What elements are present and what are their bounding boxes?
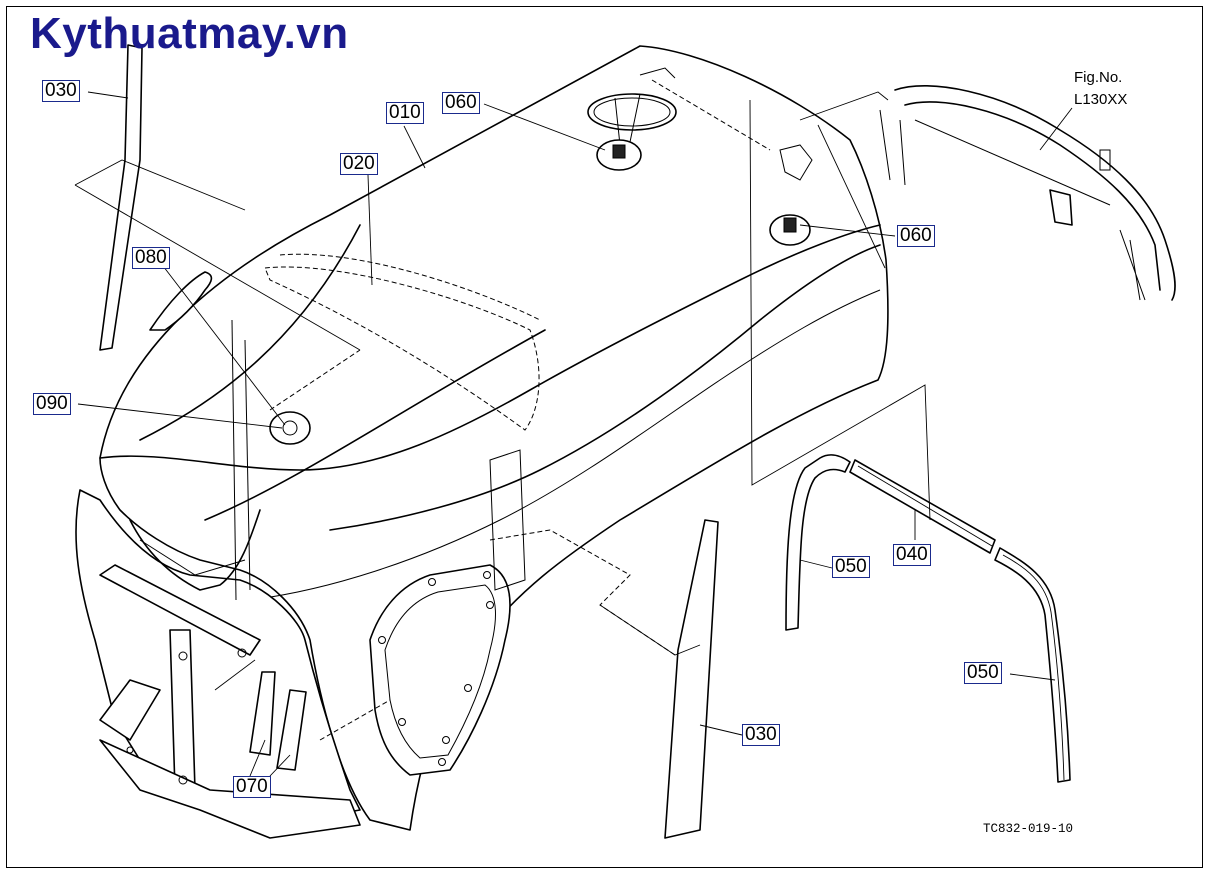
grommet-part-090 xyxy=(269,411,311,445)
callout-030-upper: 030 xyxy=(42,80,80,102)
callout-050-upper: 050 xyxy=(832,556,870,578)
bolt-060 xyxy=(596,139,811,246)
callout-040: 040 xyxy=(893,544,931,566)
callout-090: 090 xyxy=(33,393,71,415)
figure-label: Fig.No. xyxy=(1074,69,1123,86)
pad-part-070 xyxy=(249,671,307,771)
clip-part-080 xyxy=(149,271,213,331)
callout-060-right: 060 xyxy=(897,225,935,247)
callout-060-top: 060 xyxy=(442,92,480,114)
figure-number: L130XX xyxy=(1074,91,1128,108)
decal-part-020 xyxy=(264,253,541,431)
drawing-frame xyxy=(6,6,1203,868)
watermark-logo: Kythuatmay.vn xyxy=(30,9,349,58)
callout-080: 080 xyxy=(132,247,170,269)
drawing-code: TC832-019-10 xyxy=(983,822,1074,836)
callout-020: 020 xyxy=(340,153,378,175)
callout-010: 010 xyxy=(386,102,424,124)
bonnet-part-010 xyxy=(75,45,889,839)
leader-lines xyxy=(74,79,1073,777)
callout-070: 070 xyxy=(233,776,271,798)
callout-050-lower: 050 xyxy=(964,662,1002,684)
seal-strip-030 xyxy=(99,44,719,839)
cabin-frame-reference xyxy=(879,85,1176,301)
seal-rubber-050-040 xyxy=(785,453,1071,783)
callout-030-lower: 030 xyxy=(742,724,780,746)
